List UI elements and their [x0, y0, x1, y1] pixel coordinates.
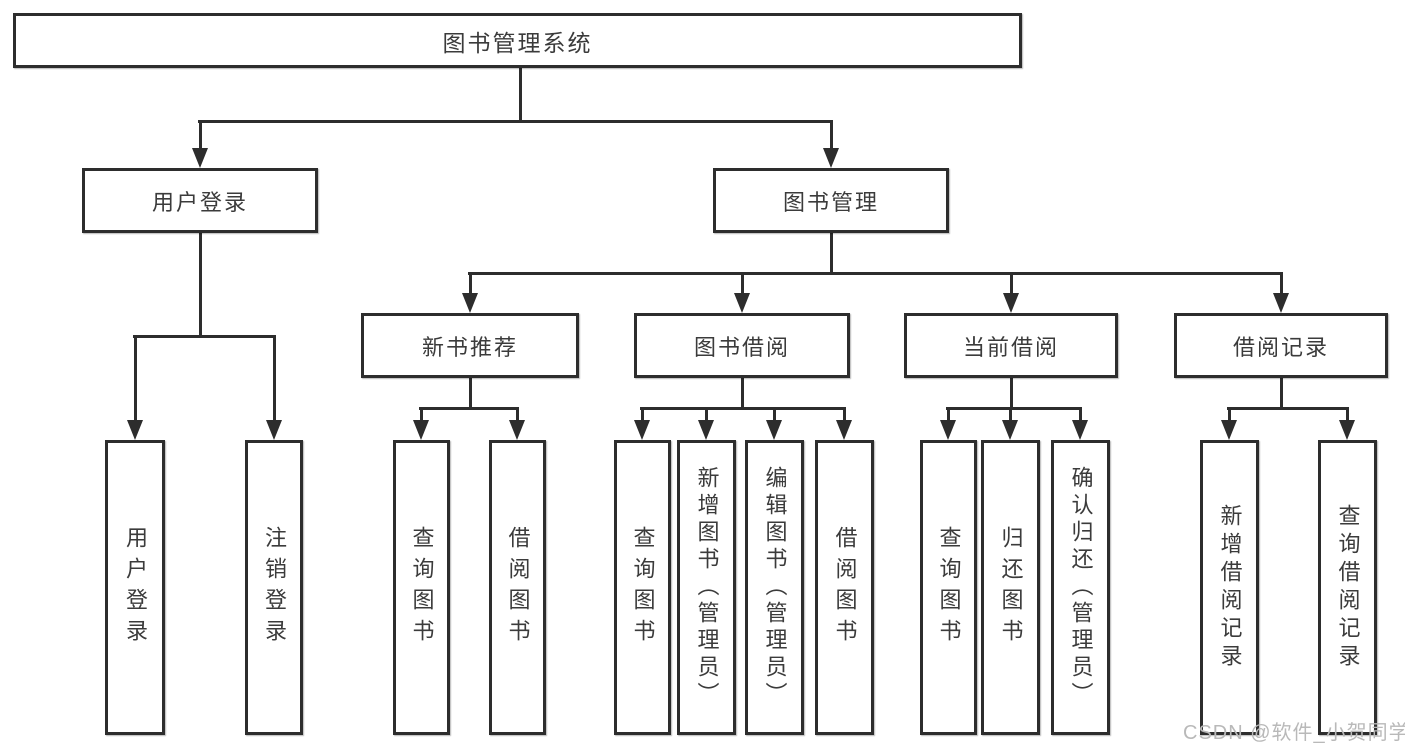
- connector-to-leaf-query-book-1: [420, 407, 423, 423]
- node-leaf-add-book: 新增图书（管理员）: [677, 440, 736, 735]
- node-leaf-user-login-label: 用户登录: [123, 525, 148, 650]
- arrowhead-user-login: [192, 148, 208, 168]
- node-leaf-return-book-label: 归还图书: [998, 525, 1024, 650]
- arrowhead-leaf-logout: [266, 420, 282, 440]
- connector-current-borrow-hbar: [946, 407, 1082, 410]
- node-user-login-label: 用户登录: [151, 189, 248, 215]
- connector-to-leaf-borrow-book-2: [843, 407, 846, 423]
- arrowhead-leaf-add-record: [1221, 420, 1237, 440]
- arrowhead-leaf-return-book: [1002, 420, 1018, 440]
- connector-to-leaf-borrow-book-1: [516, 407, 519, 423]
- node-leaf-logout: 注销登录: [245, 440, 303, 735]
- connector-user-login-stem: [199, 233, 202, 335]
- node-book-mgmt-label: 图书管理: [782, 189, 879, 215]
- node-leaf-add-record-label: 新增借阅记录: [1217, 503, 1243, 672]
- node-user-login: 用户登录: [82, 168, 318, 233]
- connector-to-leaf-query-book-2: [641, 407, 644, 423]
- connector-new-book-rec-hbar: [419, 407, 519, 410]
- connector-new-book-rec-stem: [469, 378, 472, 407]
- arrowhead-leaf-query-book-3: [940, 420, 956, 440]
- csdn-watermark: CSDN @软件_小贺同学: [1183, 722, 1405, 744]
- connector-to-leaf-edit-book: [773, 407, 776, 423]
- node-leaf-confirm-return: 确认归还（管理员）: [1051, 440, 1110, 735]
- connector-user-login-hbar: [133, 335, 276, 338]
- connector-to-leaf-logout: [273, 335, 276, 423]
- connector-to-leaf-return-book: [1009, 407, 1012, 423]
- connector-book-borrow-stem: [741, 378, 744, 407]
- node-leaf-query-book-1-label: 查询图书: [409, 525, 435, 650]
- arrowhead-leaf-add-book: [698, 420, 714, 440]
- arrowhead-leaf-query-book-2: [634, 420, 650, 440]
- connector-book-mgmt-hbar: [468, 272, 1283, 275]
- node-leaf-confirm-return-label: 确认归还（管理员）: [1068, 466, 1094, 709]
- arrowhead-borrow-records: [1273, 293, 1289, 313]
- node-book-mgmt: 图书管理: [713, 168, 949, 233]
- node-leaf-query-book-3-label: 查询图书: [936, 525, 962, 650]
- node-new-book-rec: 新书推荐: [361, 313, 579, 378]
- node-leaf-return-book: 归还图书: [981, 440, 1040, 735]
- node-borrow-records: 借阅记录: [1174, 313, 1388, 378]
- connector-current-borrow-stem: [1010, 378, 1013, 407]
- node-leaf-borrow-book-2-label: 借阅图书: [832, 525, 858, 650]
- node-leaf-query-record-label: 查询借阅记录: [1335, 503, 1361, 672]
- node-leaf-borrow-book-1: 借阅图书: [489, 440, 546, 735]
- connector-to-current-borrow: [1010, 272, 1013, 296]
- arrowhead-new-book-rec: [462, 293, 478, 313]
- connector-root-stem: [519, 68, 522, 122]
- node-root: 图书管理系统: [13, 13, 1022, 68]
- connector-to-leaf-user-login: [134, 335, 137, 423]
- node-current-borrow: 当前借阅: [904, 313, 1118, 378]
- connector-to-leaf-query-record: [1346, 407, 1349, 423]
- node-new-book-rec-label: 新书推荐: [421, 334, 518, 360]
- node-leaf-query-record: 查询借阅记录: [1318, 440, 1377, 735]
- node-leaf-logout-label: 注销登录: [262, 525, 287, 650]
- arrowhead-leaf-user-login: [127, 420, 143, 440]
- connector-borrow-records-stem: [1280, 378, 1283, 407]
- node-leaf-query-book-2: 查询图书: [614, 440, 671, 735]
- connector-to-book-mgmt: [830, 120, 833, 151]
- arrowhead-leaf-borrow-book-2: [836, 420, 852, 440]
- node-leaf-edit-book-label: 编辑图书（管理员）: [762, 466, 788, 709]
- node-leaf-borrow-book-2: 借阅图书: [815, 440, 874, 735]
- connector-book-borrow-hbar: [640, 407, 846, 410]
- arrowhead-leaf-borrow-book-1: [509, 420, 525, 440]
- arrowhead-leaf-edit-book: [766, 420, 782, 440]
- node-root-label: 图书管理系统: [442, 29, 593, 56]
- arrowhead-leaf-query-book-1: [413, 420, 429, 440]
- node-leaf-query-book-3: 查询图书: [920, 440, 977, 735]
- node-borrow-records-label: 借阅记录: [1232, 334, 1329, 360]
- connector-book-mgmt-stem: [830, 233, 833, 272]
- arrowhead-leaf-query-record: [1339, 420, 1355, 440]
- node-leaf-query-book-1: 查询图书: [393, 440, 450, 735]
- connector-to-borrow-records: [1280, 272, 1283, 296]
- node-leaf-add-record: 新增借阅记录: [1200, 440, 1259, 735]
- node-leaf-user-login: 用户登录: [105, 440, 165, 735]
- connector-to-user-login: [199, 120, 202, 151]
- connector-root-hbar: [198, 120, 833, 123]
- connector-to-new-book-rec: [469, 272, 472, 296]
- node-leaf-add-book-label: 新增图书（管理员）: [694, 466, 720, 709]
- arrowhead-book-mgmt: [823, 148, 839, 168]
- connector-borrow-records-hbar: [1227, 407, 1349, 410]
- connector-to-book-borrow: [741, 272, 744, 296]
- node-leaf-query-book-2-label: 查询图书: [630, 525, 656, 650]
- connector-to-leaf-add-record: [1228, 407, 1231, 423]
- node-leaf-edit-book: 编辑图书（管理员）: [745, 440, 804, 735]
- node-current-borrow-label: 当前借阅: [962, 334, 1059, 360]
- node-book-borrow: 图书借阅: [634, 313, 850, 378]
- connector-to-leaf-add-book: [705, 407, 708, 423]
- connector-to-leaf-query-book-3: [947, 407, 950, 423]
- node-book-borrow-label: 图书借阅: [693, 334, 790, 360]
- arrowhead-current-borrow: [1003, 293, 1019, 313]
- node-leaf-borrow-book-1-label: 借阅图书: [505, 525, 531, 650]
- arrowhead-book-borrow: [734, 293, 750, 313]
- connector-to-leaf-confirm-return: [1079, 407, 1082, 423]
- arrowhead-leaf-confirm-return: [1072, 420, 1088, 440]
